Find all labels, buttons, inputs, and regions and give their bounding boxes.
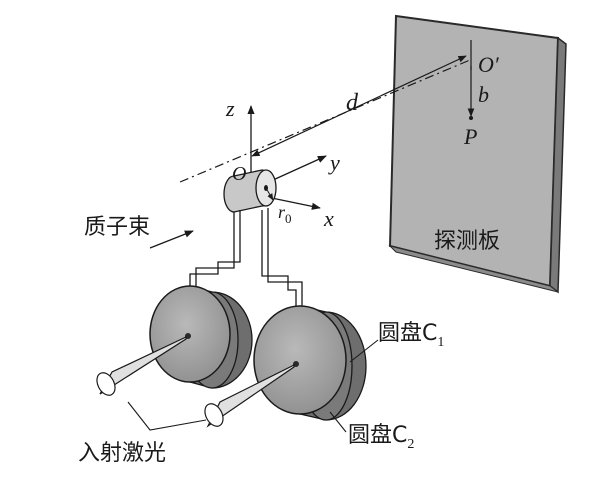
distance-arrow	[251, 55, 467, 157]
laser-label: 入射激光	[78, 441, 166, 466]
laser-leader	[127, 401, 207, 431]
y-axis-label: y	[328, 150, 340, 175]
offset-label: b	[478, 82, 489, 107]
disk1-leader	[349, 339, 379, 363]
laser-beam-1	[96, 336, 187, 396]
proton-beam-arrow	[149, 230, 194, 249]
disk2-label: 圆盘C2	[348, 423, 414, 452]
point-label: P	[463, 124, 477, 149]
disk2-leader	[329, 411, 347, 433]
connecting-wires	[189, 208, 303, 306]
distance-label: d	[346, 90, 359, 116]
z-axis-label: z	[225, 96, 235, 121]
disk-c2	[253, 305, 367, 421]
proton-beam-label: 质子束	[84, 215, 150, 240]
disk1-label: 圆盘C1	[378, 321, 444, 350]
disk-c1	[149, 285, 253, 389]
point-p-dot	[469, 116, 473, 120]
laser-beam-2	[204, 364, 295, 428]
target-cylinder	[223, 169, 277, 213]
radius-label: r0	[278, 202, 292, 226]
x-axis-label: x	[323, 206, 334, 231]
detector-label: 探测板	[434, 229, 500, 254]
screen-origin-label: O′	[478, 52, 500, 77]
origin-label: O	[232, 163, 246, 185]
